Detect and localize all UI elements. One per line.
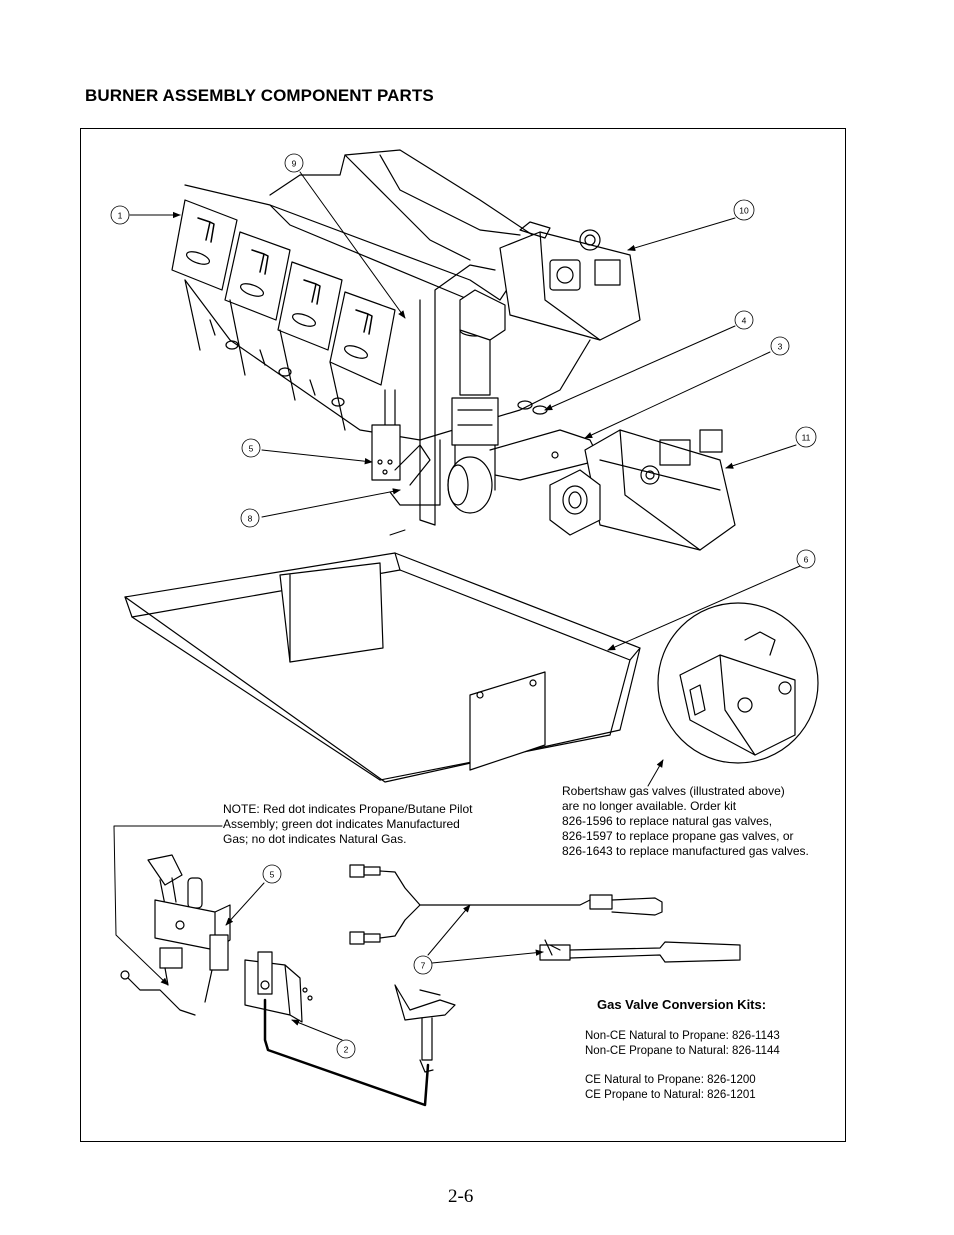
callouts — [110, 153, 817, 1059]
pilot-note: NOTE: Red dot indicates Propane/Butane P… — [223, 802, 472, 847]
robertshaw-note-line: 826-1643 to replace manufactured gas val… — [562, 844, 809, 858]
burner-face — [224, 231, 291, 321]
callout-label-3: 3 — [778, 342, 783, 352]
callout-label-5b: 5 — [270, 870, 275, 880]
callout-label-10: 10 — [739, 206, 749, 216]
page-number: 2-6 — [448, 1186, 474, 1207]
pilot-tubing — [371, 264, 496, 526]
gas-valve-upper — [499, 221, 641, 341]
drip-pan — [124, 552, 641, 783]
page-title: BURNER ASSEMBLY COMPONENT PARTS — [85, 86, 434, 105]
robertshaw-note: Robertshaw gas valves (illustrated above… — [562, 784, 809, 859]
robertshaw-note-line: 826-1596 to replace natural gas valves, — [562, 814, 773, 828]
callout-label-2: 2 — [344, 1045, 349, 1055]
burner-face — [277, 261, 343, 351]
callout-label-7: 7 — [421, 961, 426, 971]
kit-ce-natural-to-propane: CE Natural to Propane: 826-1200 — [585, 1074, 756, 1086]
pilot-note-line: Assembly; green dot indicates Manufactur… — [223, 817, 460, 831]
leader-lines — [113, 171, 801, 1041]
robertshaw-note-line: are no longer available. Order kit — [562, 799, 737, 813]
pilot-note-line: NOTE: Red dot indicates Propane/Butane P… — [223, 802, 473, 816]
thermocouple-bracket — [244, 951, 430, 1107]
gas-valve-lower — [549, 429, 736, 551]
pilot-note-line: Gas; no dot indicates Natural Gas. — [223, 832, 407, 846]
callout-4 — [734, 310, 754, 330]
callout-label-5: 5 — [249, 444, 254, 454]
callout-8 — [240, 508, 260, 528]
callout-label-4: 4 — [742, 316, 747, 326]
callout-6 — [796, 549, 816, 569]
burner-assembly — [171, 149, 591, 441]
burner-face — [329, 291, 396, 386]
callout-label-1: 1 — [118, 211, 123, 221]
callout-label-11: 11 — [802, 433, 811, 443]
callout-label-8: 8 — [248, 514, 253, 524]
kit-non-ce-natural-to-propane: Non-CE Natural to Propane: 826-1143 — [585, 1030, 780, 1042]
callout-3 — [770, 336, 790, 356]
callout-label-6: 6 — [804, 555, 809, 565]
robertshaw-note-line: 826-1597 to replace propane gas valves, … — [562, 829, 794, 843]
callout-label-9: 9 — [292, 159, 297, 169]
diagram-frame — [80, 128, 846, 1142]
callout-2 — [336, 1039, 356, 1059]
pilot-assembly — [120, 854, 231, 1016]
callout-7 — [413, 955, 433, 975]
callout-10 — [733, 199, 755, 221]
callout-1 — [110, 205, 130, 225]
callout-5 — [241, 438, 261, 458]
callout-11 — [795, 426, 817, 448]
callout-9 — [284, 153, 304, 173]
kit-non-ce-propane-to-natural: Non-CE Propane to Natural: 826-1144 — [585, 1045, 780, 1057]
robertshaw-note-line: Robertshaw gas valves (illustrated above… — [562, 784, 785, 798]
conversion-kits-heading: Gas Valve Conversion Kits: — [597, 997, 767, 1012]
burner-face — [171, 199, 238, 291]
kit-ce-propane-to-natural: CE Propane to Natural: 826-1201 — [585, 1089, 756, 1101]
magnified-valve — [657, 602, 819, 764]
callout-5b — [262, 864, 282, 884]
manifold-pipe — [447, 289, 601, 514]
